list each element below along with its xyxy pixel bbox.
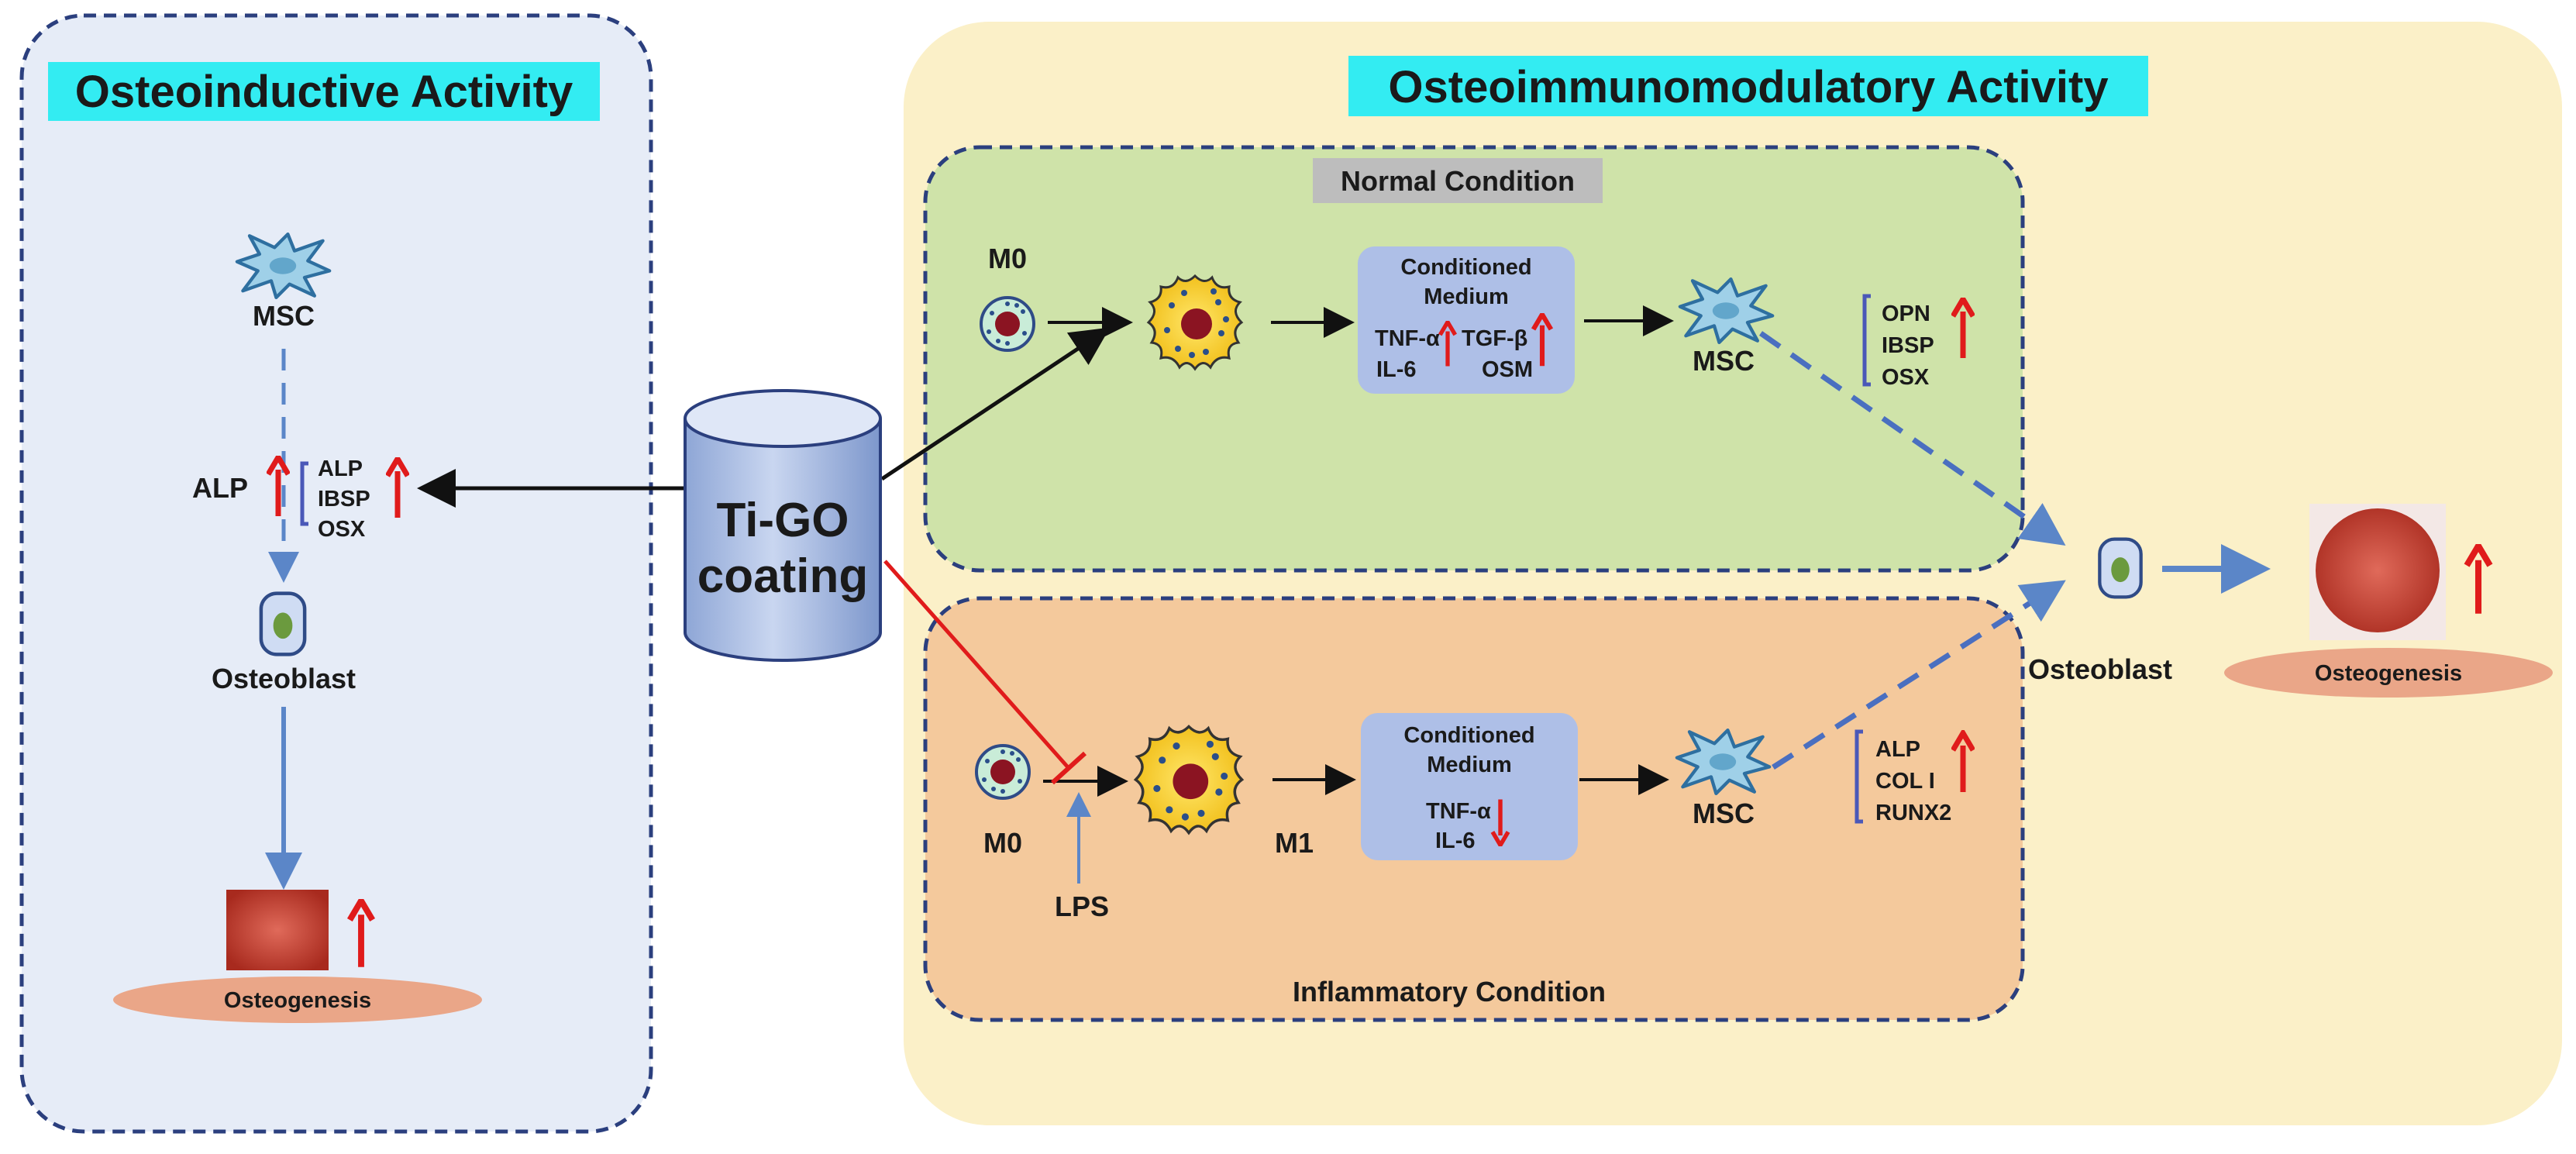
right-stain-well-image xyxy=(2316,508,2440,632)
normal-marker-1: OPN xyxy=(1882,301,1930,326)
normal-il6-label: IL-6 xyxy=(1376,357,1417,382)
normal-tgf-label: TGF-β xyxy=(1462,326,1527,351)
inflam-m0-cell-icon xyxy=(975,744,1031,800)
normal-marker-2: IBSP xyxy=(1882,333,1934,358)
inflam-msc-to-osteoblast-dashed-arrow xyxy=(1772,580,2066,770)
inflam-conditioned-medium-box xyxy=(1361,713,1578,860)
m1-macrophage-cell-icon xyxy=(1134,725,1244,835)
left-marker-2: IBSP xyxy=(318,487,370,512)
normal-tnf-label: TNF-α xyxy=(1375,326,1440,351)
left-marker-1: ALP xyxy=(318,456,363,481)
normal-marker-3: OSX xyxy=(1882,365,1930,390)
right-osteogenesis-oval xyxy=(2224,648,2553,698)
inflam-tnf-label: TNF-α xyxy=(1426,799,1491,824)
inhibition-bar xyxy=(1050,751,1087,785)
normal-medium-line1: Conditioned xyxy=(1400,255,1531,280)
lps-label: LPS xyxy=(1055,890,1109,922)
left-marker-3: OSX xyxy=(318,517,366,542)
normal-marker-bracket xyxy=(1862,294,1871,387)
left-osteogenesis-label: Osteogenesis xyxy=(224,988,371,1013)
normal-msc-to-osteoblast-dashed-arrow xyxy=(1758,331,2066,546)
inflam-m1-label: M1 xyxy=(1275,827,1314,859)
left-alp-side-label: ALP xyxy=(192,472,248,504)
coating-label-line2: coating xyxy=(697,549,868,603)
coating-inhibits-inflammation-line xyxy=(883,560,1069,769)
left-osteoblast-cell-icon xyxy=(261,594,305,655)
right-osteogenesis-label: Osteogenesis xyxy=(2315,661,2462,686)
inflam-medium-line1: Conditioned xyxy=(1403,723,1534,748)
normal-macrophage-cell-icon xyxy=(1147,274,1243,370)
inflammatory-condition-title: Inflammatory Condition xyxy=(1293,976,1606,1008)
left-marker-bracket xyxy=(300,461,308,526)
right-osteoblast-cell-icon xyxy=(2099,539,2140,598)
inflam-marker-bracket xyxy=(1855,729,1863,824)
normal-condition-title: Normal Condition xyxy=(1341,165,1575,197)
normal-m0-label: M0 xyxy=(988,243,1027,274)
ti-go-coating-cylinder xyxy=(684,419,882,662)
inflam-marker-2: COL I xyxy=(1875,769,1935,794)
inflam-marker-1: ALP xyxy=(1875,737,1920,762)
coating-label-line1: Ti-GO xyxy=(716,494,849,547)
inflam-msc-label: MSC xyxy=(1693,797,1755,829)
inflam-il6-label: IL-6 xyxy=(1435,828,1476,853)
left-panel-title: Osteoinductive Activity xyxy=(75,67,573,117)
normal-osm-label: OSM xyxy=(1482,357,1533,382)
normal-m0-cell-icon xyxy=(980,296,1035,352)
right-osteoblast-label: Osteoblast xyxy=(2028,653,2172,685)
inflam-m0-label: M0 xyxy=(983,827,1022,859)
right-panel-title: Osteoimmunomodulatory Activity xyxy=(1388,62,2108,112)
normal-msc-label: MSC xyxy=(1693,345,1755,377)
normal-title-highlight xyxy=(1313,158,1603,203)
inflam-medium-line2: Medium xyxy=(1427,753,1512,777)
left-osteogenesis-oval xyxy=(113,977,482,1023)
normal-medium-line2: Medium xyxy=(1424,284,1509,309)
left-osteoblast-label: Osteoblast xyxy=(212,663,356,694)
coating-to-normal-arrow xyxy=(880,327,1111,481)
left-panel xyxy=(19,13,653,1134)
normal-conditioned-medium-box xyxy=(1358,246,1575,394)
left-title-highlight xyxy=(48,62,600,121)
left-msc-label: MSC xyxy=(253,300,315,332)
inflam-marker-3: RUNX2 xyxy=(1875,801,1951,825)
right-title-highlight xyxy=(1348,56,2148,116)
cylinder-top xyxy=(684,389,882,448)
left-mineralization-stain-image xyxy=(226,890,329,970)
